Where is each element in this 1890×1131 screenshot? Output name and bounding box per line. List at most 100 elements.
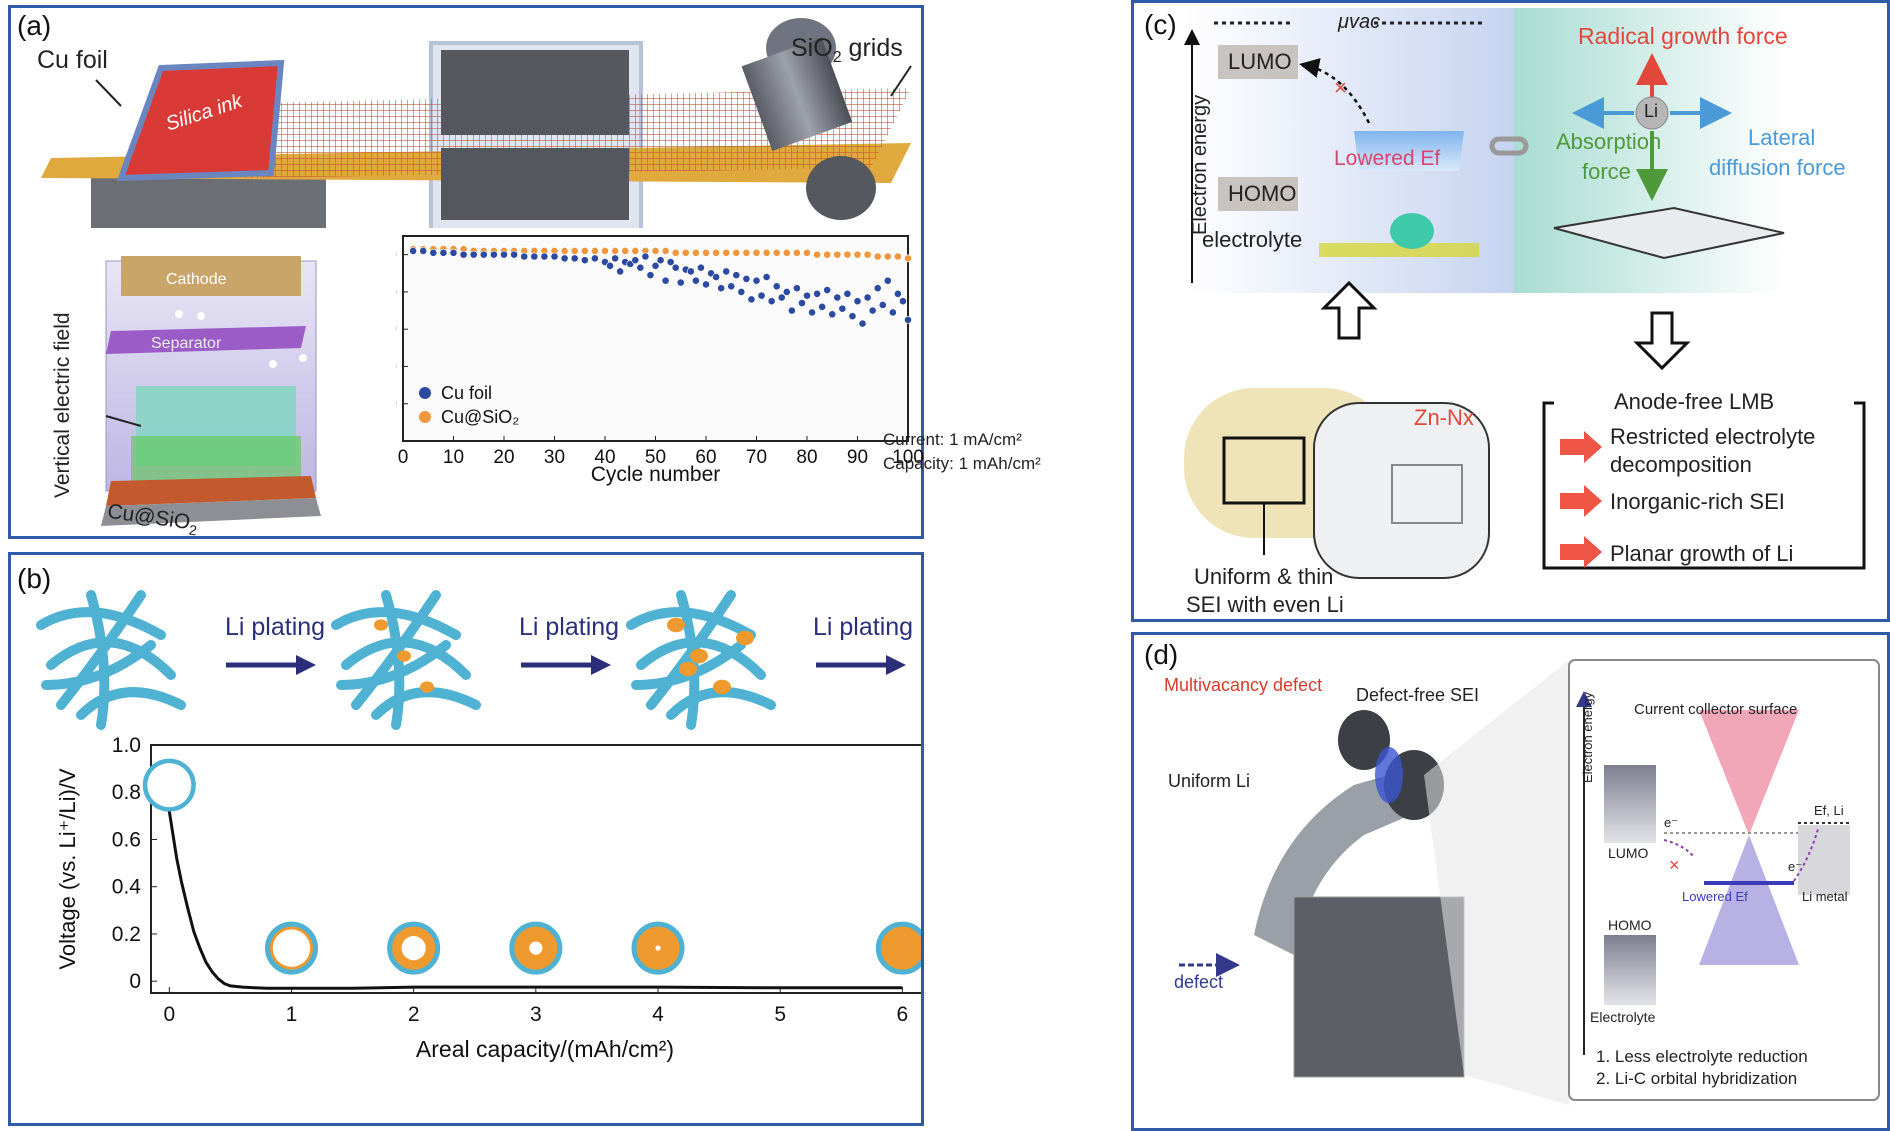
data-point — [722, 267, 731, 276]
data-point — [742, 248, 751, 257]
roller-body — [741, 37, 853, 151]
data-point — [848, 312, 857, 321]
lowered-ef-label: Lowered Ef — [1334, 147, 1441, 170]
y-tick-label: 40 — [396, 356, 397, 377]
data-point — [702, 248, 710, 257]
data-point — [772, 248, 781, 257]
y-tick-label: 80 — [396, 282, 397, 303]
data-point — [590, 247, 599, 255]
x-tick-label: 30 — [544, 447, 565, 468]
fiber-strand — [76, 687, 186, 720]
data-point — [792, 284, 801, 293]
data-point — [833, 250, 842, 259]
plating-state-core — [401, 936, 426, 961]
panel-c-label: (c) — [1144, 9, 1177, 40]
x-tick-label: 10 — [443, 447, 464, 468]
cu-base — [106, 476, 316, 506]
li-deposit — [713, 679, 731, 695]
x-tick-label: 100 — [892, 447, 924, 468]
battery-stack-illustration: Cathode Separator — [101, 256, 321, 526]
data-point — [651, 261, 660, 270]
energy-diagram: × — [1184, 8, 1866, 579]
data-point — [580, 247, 589, 255]
data-point — [691, 248, 700, 257]
fiber-strand — [86, 590, 110, 730]
data-point — [742, 274, 751, 283]
cu-foil-label: Cu foil — [37, 46, 108, 74]
x-tick-label: 2 — [408, 1003, 420, 1026]
graphene-sheet — [1553, 206, 1785, 260]
benefit-arrow — [1560, 536, 1602, 568]
plating-arrow-head — [591, 655, 611, 675]
data-point — [732, 271, 741, 280]
press-block-bottom — [91, 173, 326, 228]
chart-a-current-note: Current: 1 mA/cm² — [883, 430, 1022, 449]
uniform-li-label: Uniform Li — [1168, 771, 1251, 791]
electron-label: e⁻ — [1664, 815, 1679, 830]
plating-state-circle — [875, 921, 921, 975]
y-tick-label: 100 — [396, 245, 397, 266]
data-point — [570, 247, 579, 255]
x-tick-label: 6 — [897, 1003, 909, 1026]
data-point — [752, 276, 761, 285]
data-point — [676, 278, 685, 287]
plating-state-core — [272, 929, 311, 967]
data-point — [808, 308, 816, 317]
panel-a-label: (a) — [17, 10, 52, 41]
y-tick-label: 60 — [396, 319, 397, 340]
fiber-cube — [1293, 896, 1465, 1078]
cathode-layer — [121, 256, 301, 296]
x-tick-label: 40 — [594, 447, 615, 468]
li-deposit — [736, 630, 754, 646]
li-ion — [269, 360, 277, 368]
plating-state-core — [529, 941, 543, 955]
fiber-strand — [381, 590, 405, 730]
defect-illustration: × — [1179, 659, 1880, 1105]
data-point — [752, 248, 761, 257]
li-metal-label: Li metal — [1802, 889, 1848, 904]
x-tick-label: 5 — [774, 1003, 786, 1026]
lateral-force-label-1: Lateral — [1748, 125, 1816, 150]
fiber-strand — [371, 687, 481, 720]
anode-free-title: Anode-free LMB — [1614, 389, 1775, 414]
lateral-force-label-2: diffusion force — [1709, 155, 1846, 180]
x-tick-label: 70 — [746, 447, 767, 468]
homo-band — [1604, 935, 1656, 1005]
cu-foil-pointer — [95, 79, 122, 107]
data-point — [666, 258, 675, 266]
data-point — [671, 263, 680, 272]
data-point — [520, 252, 529, 261]
li-plating-label-2: Li plating — [519, 613, 620, 641]
legend-marker — [419, 387, 431, 399]
data-point — [727, 282, 736, 291]
data-point — [843, 289, 852, 298]
lumo-box — [1218, 45, 1298, 79]
data-point — [838, 304, 847, 313]
x-tick-label: 90 — [847, 447, 868, 468]
data-point — [469, 250, 478, 259]
data-point — [823, 250, 832, 259]
data-point — [787, 306, 796, 315]
surface-label: Current collector surface — [1634, 701, 1798, 718]
ef-cone-bottom — [1699, 835, 1799, 965]
electron-energy-d-label: Electron energy — [1580, 691, 1595, 783]
data-point — [863, 250, 872, 259]
data-point — [904, 315, 912, 324]
lumo-band — [1604, 765, 1656, 843]
electron-energy-label: Electron energy — [1189, 94, 1211, 235]
data-point — [792, 248, 801, 257]
data-point — [747, 295, 756, 304]
data-point — [631, 247, 640, 255]
cu-base-under — [101, 498, 321, 526]
lumo-label: LUMO — [1228, 49, 1292, 74]
green-deposit — [131, 436, 301, 481]
data-point — [651, 247, 660, 255]
data-point — [833, 293, 842, 302]
benefit-item: Planar growth of Li — [1610, 541, 1794, 566]
data-point — [590, 254, 599, 263]
data-point — [818, 302, 827, 311]
homo-box — [1218, 177, 1298, 211]
ef-cone-top — [1699, 710, 1799, 835]
fiber-strand — [666, 687, 776, 720]
